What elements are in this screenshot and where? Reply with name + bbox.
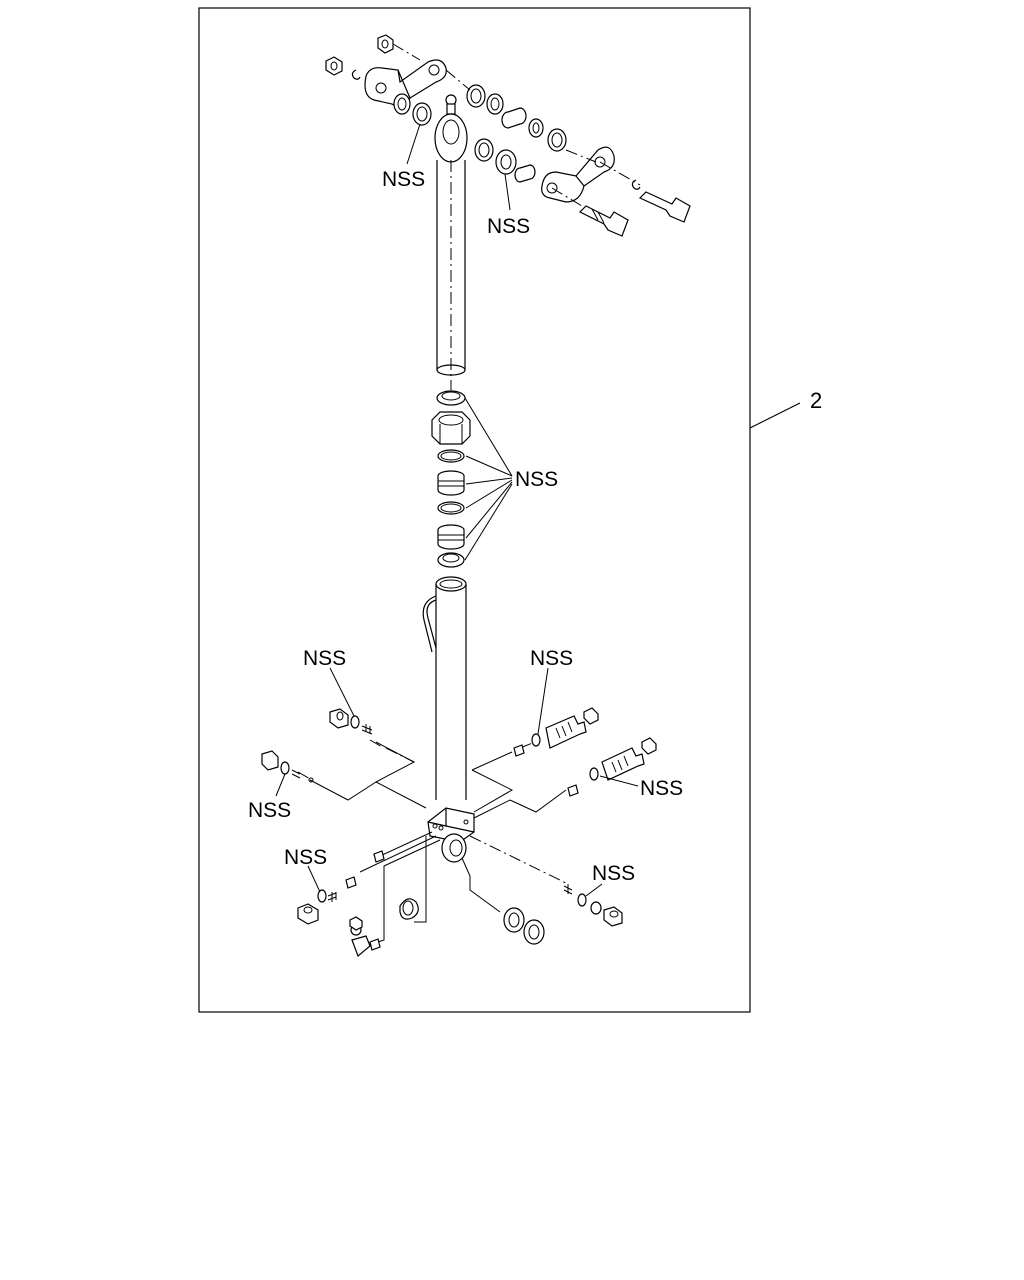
snap-ring (399, 898, 419, 920)
packing-upper (437, 470, 465, 496)
nss-label-plug-lower-left: NSS (284, 846, 327, 869)
fitting-upper-left (329, 708, 349, 729)
base-block (427, 807, 475, 863)
nss-label-rod-eye-seal: NSS (382, 168, 425, 191)
nss-label-plug-lower-right: NSS (592, 862, 635, 885)
fitting-left (261, 750, 279, 771)
nss-label-fitting-left: NSS (248, 799, 291, 822)
nss-label-bushing-seal: NSS (487, 215, 530, 238)
bolt-upper (638, 191, 691, 223)
nss-label-fitting-right: NSS (640, 777, 683, 800)
wiper-seal (436, 390, 466, 406)
o-ring-upper-right (531, 733, 541, 747)
piston-seal (437, 552, 465, 568)
seal-ring-left-b (412, 102, 432, 126)
nss-label-fitting-upper-right: NSS (530, 647, 573, 670)
elbow-fitting-upper-right (545, 715, 587, 749)
gland-nut (431, 411, 471, 445)
piston-rod (436, 160, 466, 390)
o-ring-lower-right (577, 893, 587, 907)
o-ring-right (589, 767, 599, 781)
seal-ring-right (495, 149, 517, 175)
castle-nut-top (377, 34, 394, 54)
elbow-fitting-right (601, 747, 645, 781)
cotter-pin-right (631, 179, 641, 190)
seal-ring-left-a (393, 93, 411, 115)
bolt-lower (578, 205, 629, 237)
assembly-callout-number: 2 (810, 388, 822, 413)
assembly-leader-lines (297, 739, 569, 945)
grease-fitting-lower (351, 935, 371, 958)
cylinder-barrel (422, 576, 467, 800)
top-linkage-group (325, 34, 691, 237)
plug-lower-left (297, 903, 319, 925)
cotter-pin-left (351, 69, 361, 80)
hydraulic-tube (426, 599, 437, 649)
o-ring-lower-left (317, 889, 327, 903)
o-ring-left (280, 761, 290, 775)
gland-seal-stack (431, 390, 471, 568)
o-ring-upper-left (350, 715, 360, 729)
bushing-lower-a (503, 907, 525, 933)
bushing-lower-b (523, 919, 545, 945)
base-eye (441, 833, 467, 863)
nss-label-gland-seals: NSS (515, 468, 558, 491)
fittings (261, 707, 657, 958)
diagram-frame (198, 7, 751, 1013)
assembly-leader-line (749, 402, 801, 429)
nss-label-fitting-upper-left: NSS (303, 647, 346, 670)
packing-lower (437, 524, 465, 550)
castle-nut-left (325, 56, 343, 76)
nss-leader-lines (275, 123, 639, 897)
link-plate-left (364, 59, 447, 108)
link-plate-right (541, 146, 615, 203)
rod-eye (434, 113, 468, 163)
